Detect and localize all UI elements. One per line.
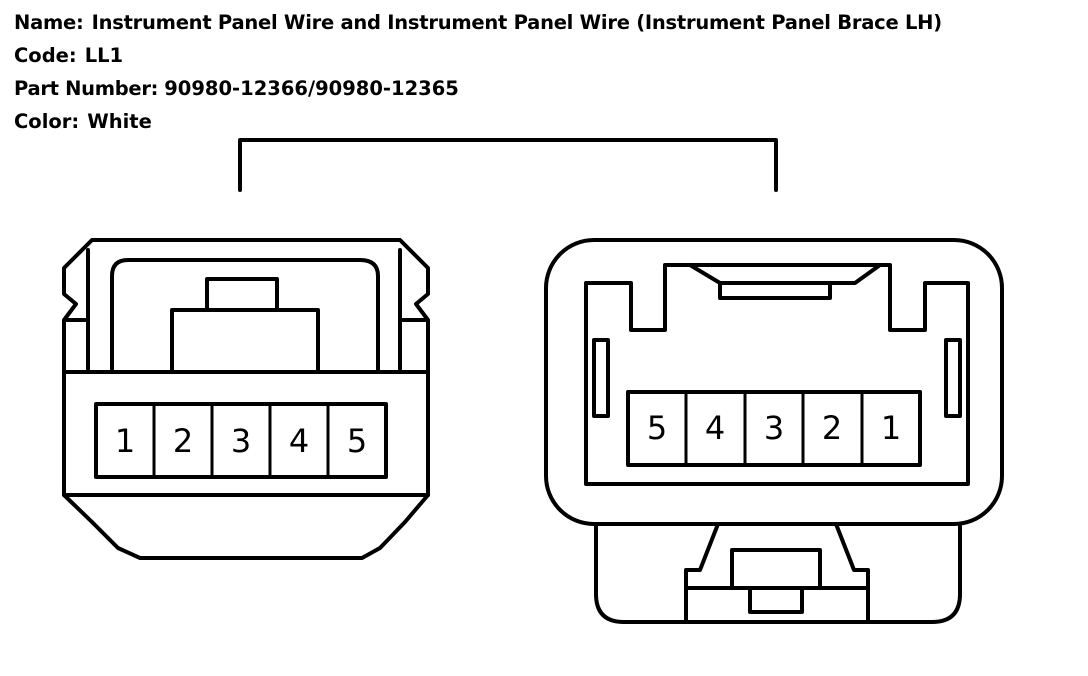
name-label: Name: <box>14 11 84 34</box>
right-pin-row <box>626 390 922 467</box>
left-pin-label: 1 <box>115 422 135 460</box>
right-inner-frame <box>584 263 970 486</box>
right-key <box>718 281 832 300</box>
right-connector-body <box>544 238 1004 526</box>
left-latch-housing <box>110 258 380 374</box>
part-number-row: Part Number:90980-12366/90980-12365 <box>14 72 1084 105</box>
part-number-label: Part Number: <box>14 77 159 100</box>
color-label: Color: <box>14 110 80 133</box>
left-pin-cell-5 <box>326 402 388 479</box>
left-lock-tab <box>170 308 320 374</box>
right-side-slot-left <box>592 338 610 418</box>
code-row: Code: LL1 <box>14 39 1084 72</box>
right-pin-label: 4 <box>705 409 725 447</box>
code-value: LL1 <box>84 44 124 67</box>
left-lock-button <box>205 277 279 312</box>
left-pin-row <box>94 402 388 479</box>
part-number-value: 90980-12366/90980-12365 <box>164 77 459 100</box>
code-label: Code: <box>14 44 77 67</box>
right-pin-cell-1 <box>860 390 922 467</box>
name-value: Instrument Panel Wire and Instrument Pan… <box>91 11 943 34</box>
left-pin-label: 3 <box>231 422 251 460</box>
right-pin-label: 5 <box>647 409 667 447</box>
color-row: Color: White <box>14 105 1084 138</box>
right-pin-label: 3 <box>764 409 784 447</box>
left-pin-label: 5 <box>347 422 367 460</box>
left-side-rib-left <box>64 248 90 374</box>
right-side-slot-right <box>944 338 962 418</box>
connector-info: Name: Instrument Panel Wire and Instrumen… <box>14 6 1084 138</box>
left-pin-labels: 1 2 3 4 5 <box>115 422 367 460</box>
left-pin-label: 4 <box>289 422 309 460</box>
color-value: White <box>87 110 152 133</box>
left-connector <box>62 238 430 560</box>
mating-bracket <box>238 138 778 192</box>
right-pin-label: 1 <box>881 409 901 447</box>
right-latch-button-inner <box>748 586 804 614</box>
left-side-rib-right <box>398 248 428 374</box>
right-pin-labels: 5 4 3 2 1 <box>647 409 901 447</box>
left-connector-body <box>62 238 430 560</box>
name-row: Name: Instrument Panel Wire and Instrumen… <box>14 6 1084 39</box>
right-latch-button <box>730 548 822 590</box>
left-pin-label: 2 <box>173 422 193 460</box>
right-pin-label: 2 <box>822 409 842 447</box>
right-key-slot <box>688 263 882 285</box>
right-latch-arm <box>684 522 870 624</box>
right-bottom-latch <box>594 522 962 624</box>
